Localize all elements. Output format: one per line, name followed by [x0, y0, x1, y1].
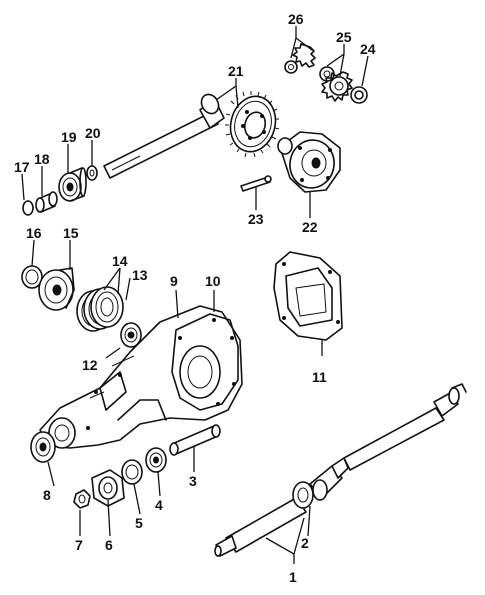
callout-3: 3 [189, 473, 197, 489]
pinion-nut [73, 489, 91, 509]
side-bearing-retainer [38, 267, 75, 311]
callout-9: 9 [170, 273, 178, 289]
axle-bearing [145, 447, 167, 473]
callout-25: 25 [336, 29, 352, 45]
callout-21: 21 [228, 63, 244, 79]
callout-13: 13 [132, 267, 148, 283]
callout-17: 17 [14, 159, 30, 175]
callout-10: 10 [205, 273, 221, 289]
callout-12: 12 [82, 357, 98, 373]
callout-6: 6 [105, 537, 113, 553]
differential-carrier-housing [39, 305, 243, 449]
callout-2: 2 [301, 535, 309, 551]
rear-cover [273, 251, 343, 341]
pinion-washer [86, 165, 98, 181]
pinion-shaft-pin [240, 175, 272, 192]
callout-15: 15 [63, 225, 79, 241]
side-flange [91, 469, 125, 507]
side-gear [319, 66, 353, 102]
callout-labels: 1 2 3 4 5 6 7 8 9 10 11 12 13 14 15 16 1… [14, 11, 376, 585]
callout-24: 24 [360, 41, 376, 57]
callout-16: 16 [26, 225, 42, 241]
shims-and-seals [76, 286, 124, 332]
thrust-washer [350, 86, 368, 104]
callout-18: 18 [34, 151, 50, 167]
callout-4: 4 [155, 497, 163, 513]
spacer-tube [169, 424, 221, 456]
callout-11: 11 [312, 369, 327, 385]
snap-ring [22, 200, 34, 216]
callout-1: 1 [289, 569, 297, 585]
callout-14: 14 [112, 253, 128, 269]
pinion-bearing [58, 167, 87, 202]
leader-lines [21, 26, 369, 564]
callout-22: 22 [302, 219, 318, 235]
axle-seal [121, 459, 143, 485]
callout-26: 26 [288, 11, 304, 27]
callout-7: 7 [75, 537, 83, 553]
callout-20: 20 [85, 125, 101, 141]
side-bearing [120, 322, 142, 348]
driveshaft-assembly [214, 383, 467, 557]
callout-5: 5 [135, 515, 143, 531]
differential-case [277, 131, 341, 193]
callout-19: 19 [61, 129, 77, 145]
ring-and-pinion [103, 91, 280, 179]
pinion-flange [30, 431, 56, 463]
collapsible-spacer [35, 191, 58, 213]
callout-23: 23 [248, 211, 264, 227]
callout-8: 8 [43, 487, 51, 503]
pinion-mate-gear [284, 43, 316, 74]
oil-seal [21, 265, 43, 289]
